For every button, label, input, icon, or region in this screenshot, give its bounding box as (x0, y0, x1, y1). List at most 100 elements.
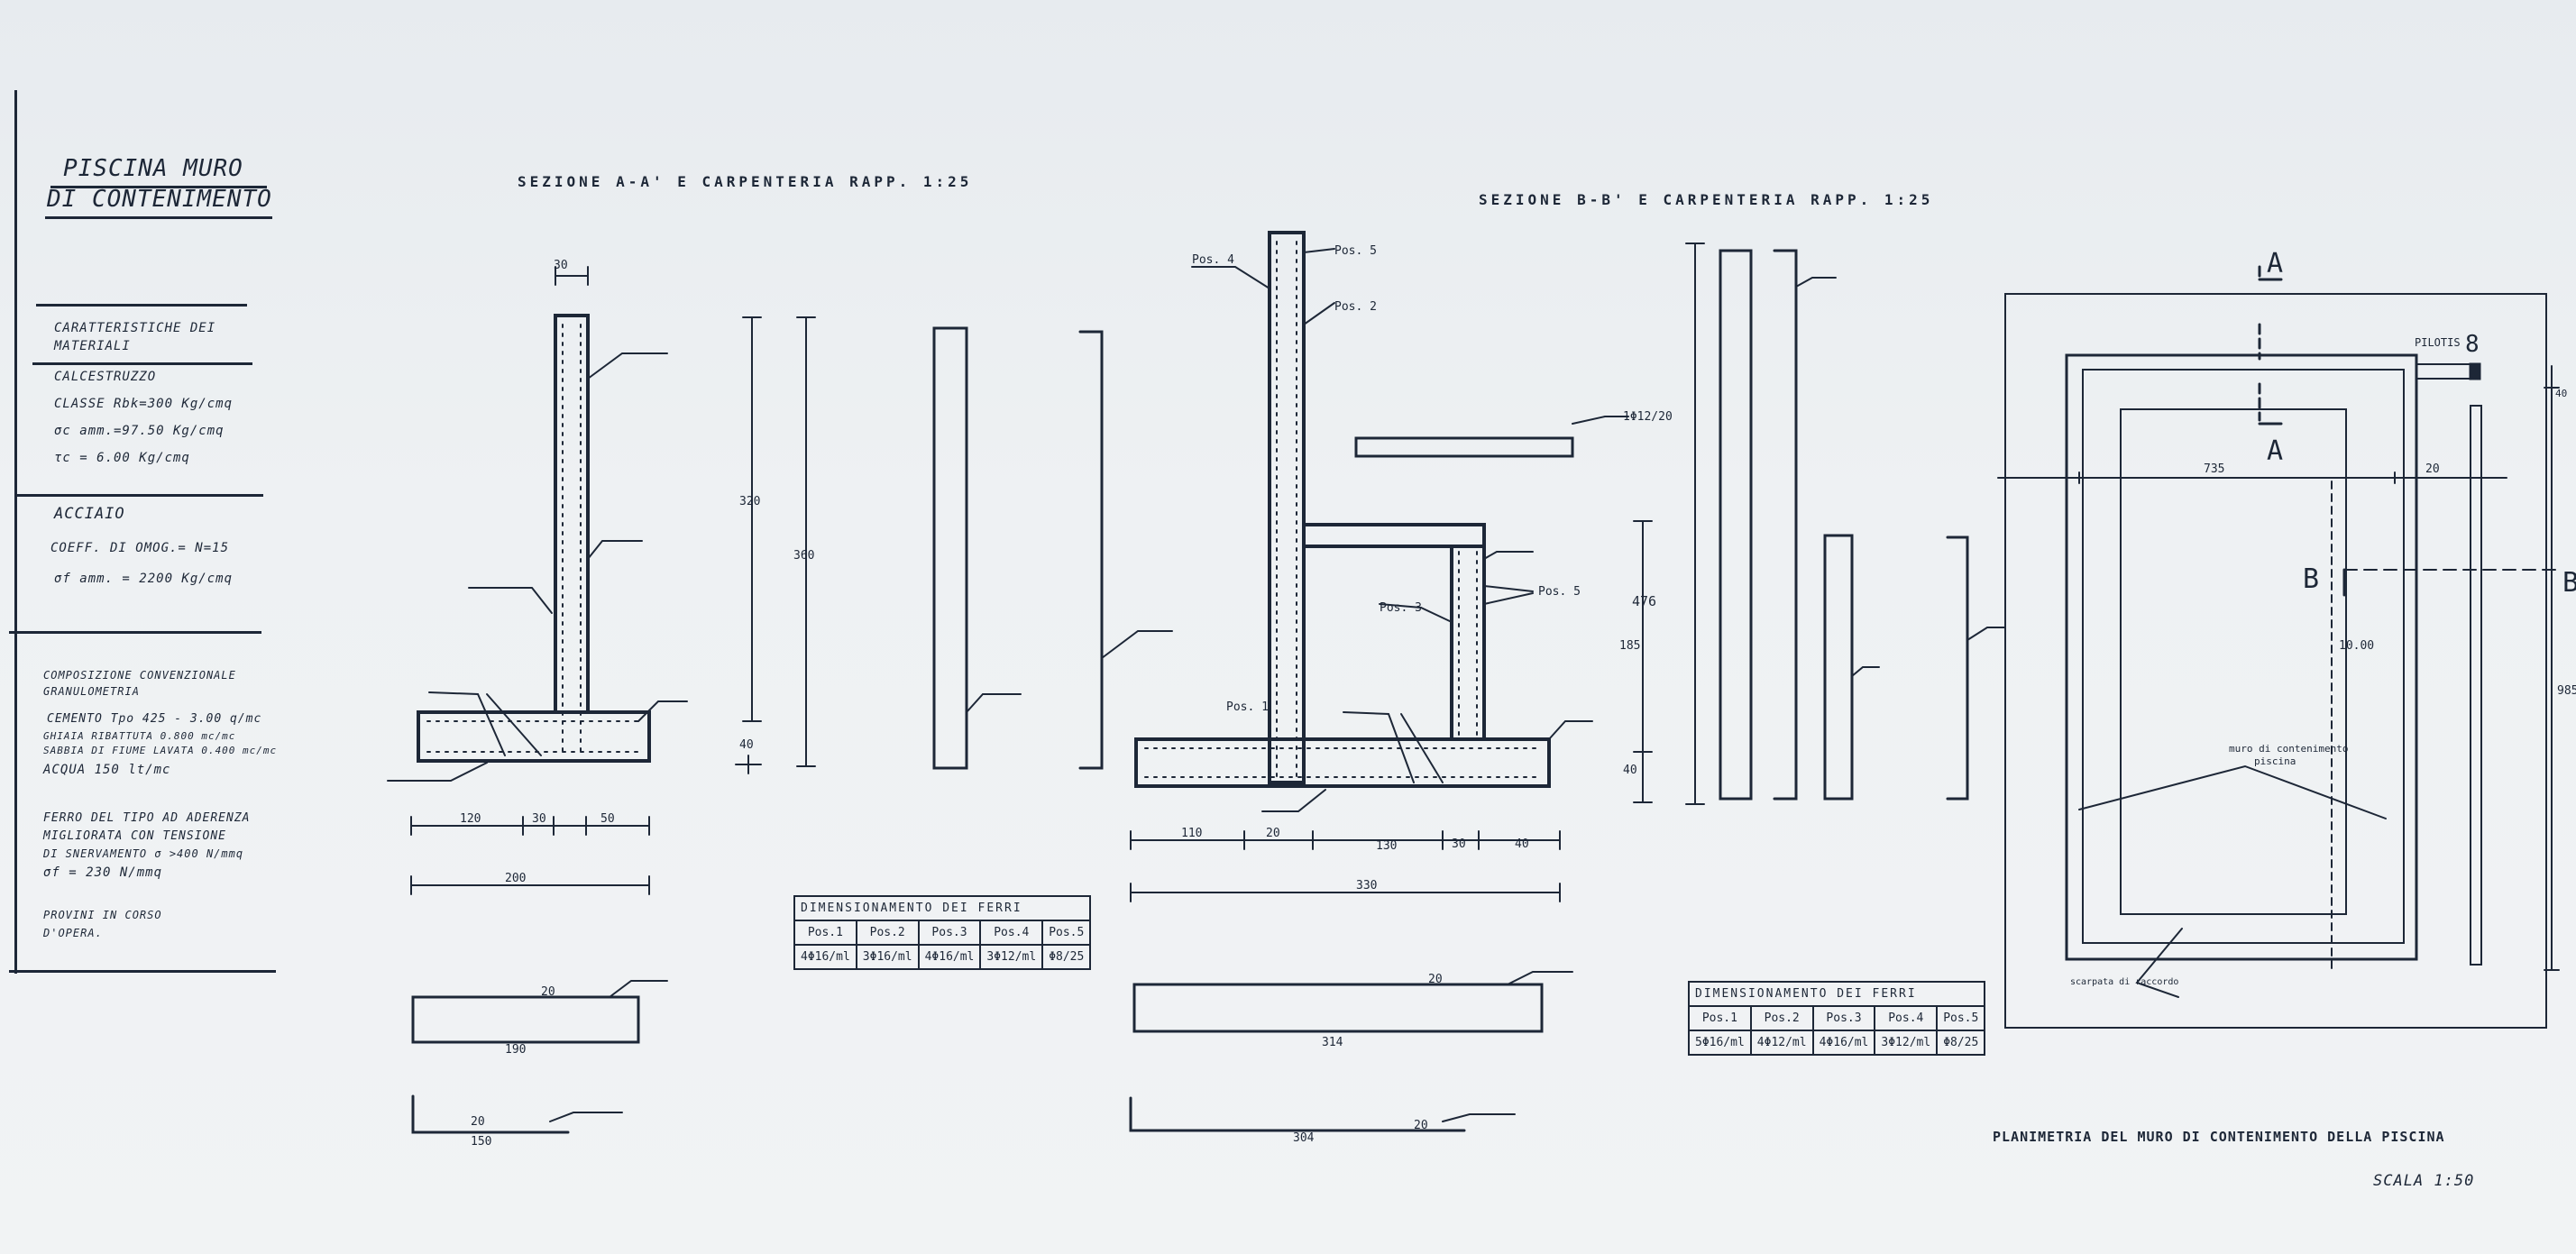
materials-rule-top (36, 304, 247, 307)
mix-line-2: GRANULOMETRIA (43, 685, 140, 698)
rebar-table-aa: DIMENSIONAMENTO DEI FERRI Pos.1 Pos.2 Po… (793, 895, 1092, 970)
steel-note-6: D'OPERA. (43, 927, 103, 939)
steel-note-3: DI SNERVAMENTO σ >400 N/mmq (43, 847, 244, 860)
aa-bar-small-hook: 20 (471, 1115, 485, 1129)
aa-bar-bottom-hook: 20 (541, 985, 555, 999)
materials-heading-2: MATERIALI (54, 339, 131, 353)
aa-dim-bottom-c: 50 (600, 812, 615, 826)
mix-line-3: CEMENTO Tpo 425 - 3.00 q/mc (47, 712, 262, 726)
bb-dim-bottom-c: 130 (1376, 839, 1397, 853)
rebar-table-aa-cell: 3Φ16/ml (855, 944, 920, 970)
rebar-table-aa-cell: 3Φ12/ml (979, 944, 1044, 970)
bb-dim-40: 40 (1623, 764, 1637, 777)
materials-rule (32, 362, 252, 365)
steel-note-1: FERRO DEL TIPO AD ADERENZA (43, 811, 251, 825)
steel-coeff: COEFF. DI OMOG.= N=15 (50, 541, 230, 555)
mix-line-5: SABBIA DI FIUME LAVATA 0.400 mc/mc (43, 745, 278, 756)
rebar-table-bb-header: Pos.4 (1874, 1005, 1939, 1031)
plan-bottom-left-label: scarpata di raccordo (2070, 977, 2178, 987)
bb-stirrup-label: 1Φ12/20 (1623, 410, 1673, 424)
plan-dim-1000: 10.00 (2339, 639, 2374, 653)
mix-line-6: ACQUA 150 lt/mc (43, 763, 171, 777)
section-bb-wall (1129, 231, 2006, 1132)
bb-pos5-b: Pos. 5 (1538, 585, 1581, 599)
steel-sigma: σf amm. = 2200 Kg/cmq (54, 572, 234, 586)
rebar-table-aa-cell: 4Φ16/ml (917, 944, 982, 970)
aa-dim-bottom-b: 30 (532, 812, 546, 826)
plan-inner-label-2: piscina (2254, 755, 2296, 767)
bb-pos3: Pos. 3 (1380, 601, 1422, 615)
rebar-table-aa-header: Pos.1 (793, 920, 857, 946)
bb-dim-bottom-d: 30 (1452, 838, 1466, 851)
drawing-labels: 30 320 360 40 120 30 50 200 190 20 20 15… (460, 244, 1673, 1149)
steel-note-4: σf = 230 N/mmq (43, 865, 163, 880)
rebar-table-bb-cell: 5Φ16/ml (1688, 1030, 1752, 1056)
plan-label-b-right: B (2562, 567, 2576, 599)
bb-bar-bottom-len: 314 (1322, 1036, 1343, 1049)
rebar-table-bb-header: Pos.2 (1749, 1005, 1814, 1031)
title-line-1: PISCINA MURO (63, 155, 243, 182)
bb-bar-bottom-hook: 20 (1428, 973, 1443, 986)
bb-dim-185: 185 (1619, 639, 1640, 653)
section-aa-heading: SEZIONE A-A' E CARPENTERIA RAPP. 1:25 (518, 173, 973, 190)
aa-bar-small-len: 150 (471, 1135, 491, 1149)
steel-note-5: PROVINI IN CORSO (43, 909, 162, 921)
plan-scale: SCALA 1:50 (2373, 1172, 2475, 1190)
rebar-table-aa-header: Pos.4 (979, 920, 1044, 946)
plan-inner-label-1: muro di contenimento (2229, 743, 2348, 755)
section-bb-heading: SEZIONE B-B' E CARPENTERIA RAPP. 1:25 (1479, 191, 1934, 208)
steel-rule (16, 494, 263, 497)
concrete-label: CALCESTRUZZO (54, 370, 157, 384)
steel-label: ACCIAIO (54, 505, 125, 523)
aa-dim-top: 30 (554, 259, 568, 272)
plan-label-a-bottom: A (2267, 435, 2283, 467)
bb-dim-476: 476 (1632, 593, 1656, 609)
concrete-sigma: σc amm.=97.50 Kg/cmq (54, 424, 225, 438)
steel-note-2: MIGLIORATA CON TENSIONE (43, 829, 227, 843)
concrete-class: CLASSE Rbk=300 Kg/cmq (54, 397, 234, 411)
bb-dim-total: 330 (1356, 879, 1377, 892)
mix-line-1: COMPOSIZIONE CONVENZIONALE (43, 669, 236, 682)
bb-pos2: Pos. 2 (1334, 300, 1377, 314)
plan-dim-985: 985 (2557, 684, 2576, 698)
aa-dim-height-1: 320 (739, 495, 760, 508)
bb-pos5: Pos. 5 (1334, 244, 1377, 258)
section-aa-wall (387, 266, 1173, 1134)
rebar-table-bb-cell: Φ8/25 (1936, 1030, 1986, 1056)
plan-label-b-left: B (2303, 563, 2319, 595)
plan-labels: A A B B PILOTIS 8 735 20 10.00 985 40 mu… (2070, 248, 2576, 987)
aa-bar-bottom-len: 190 (505, 1043, 526, 1057)
rebar-table-bb: DIMENSIONAMENTO DEI FERRI Pos.1 Pos.2 Po… (1687, 981, 1986, 1056)
bb-bar-small-hook: 20 (1414, 1119, 1428, 1132)
aa-dim-total: 200 (505, 872, 526, 885)
sheet-border (14, 90, 17, 974)
title-underline-1 (50, 186, 267, 188)
title-underline-2 (45, 216, 272, 219)
rebar-table-bb-cell: 4Φ16/ml (1811, 1030, 1876, 1056)
bb-pos1: Pos. 1 (1226, 700, 1269, 714)
rebar-table-bb-header: Pos.1 (1688, 1005, 1752, 1031)
plan-view (1997, 265, 2562, 1029)
rebar-table-bb-caption: DIMENSIONAMENTO DEI FERRI (1687, 981, 1986, 1007)
plan-dim-20: 20 (2425, 462, 2440, 476)
plan-label-a-top: A (2267, 248, 2283, 279)
aa-dim-bottom-a: 120 (460, 812, 481, 826)
bb-dim-bottom-e: 40 (1515, 838, 1529, 851)
concrete-tau: τc = 6.00 Kg/cmq (54, 451, 190, 465)
bb-dim-bottom-b: 20 (1266, 827, 1280, 840)
plan-pilot-label: PILOTIS (2415, 336, 2461, 349)
rebar-table-aa-caption: DIMENSIONAMENTO DEI FERRI (793, 895, 1092, 921)
plan-dim-40: 40 (2555, 388, 2567, 399)
aa-dim-height-2: 360 (793, 549, 814, 563)
notes-rule (9, 970, 276, 973)
rebar-table-aa-cell: Φ8/25 (1041, 944, 1092, 970)
rebar-table-bb-cell: 3Φ12/ml (1874, 1030, 1939, 1056)
mix-line-4: GHIAIA RIBATTUTA 0.800 mc/mc (43, 730, 236, 742)
rebar-table-aa-header: Pos.2 (855, 920, 920, 946)
rebar-table-bb-header: Pos.3 (1811, 1005, 1876, 1031)
mix-rule (9, 631, 261, 634)
materials-heading-1: CARATTERISTICHE DEI (54, 321, 216, 335)
plan-pilot-num: 8 (2465, 331, 2480, 358)
